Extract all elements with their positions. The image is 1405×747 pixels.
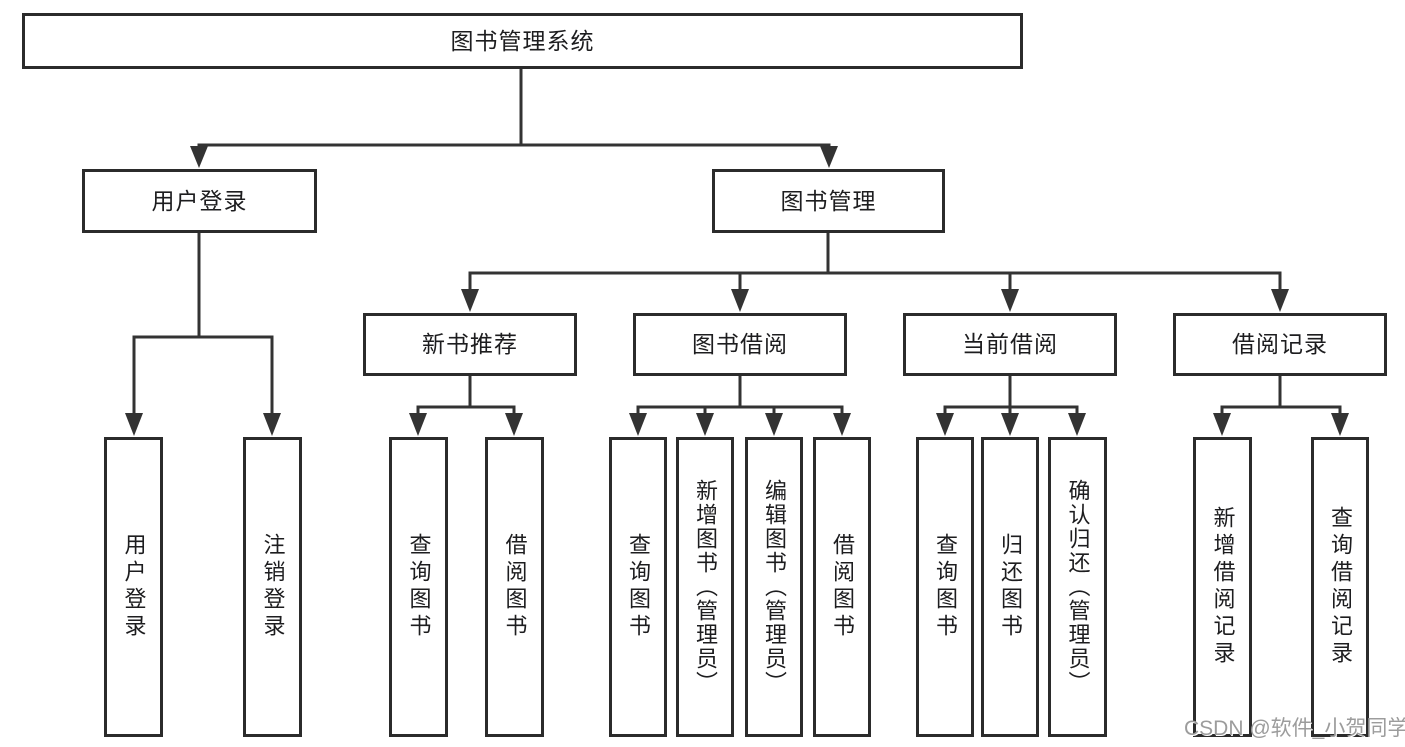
arrowhead-icon	[765, 413, 783, 436]
edge-borrow-record-to-children	[1220, 376, 1342, 420]
leaf-logout: 注销登录	[243, 437, 302, 737]
arrowhead-icon	[1213, 413, 1231, 436]
arrowhead-icon	[125, 413, 143, 436]
edge-new-book-to-children	[416, 376, 516, 420]
edge-book-mgmt-to-level3	[468, 233, 1282, 295]
arrowhead-icon	[461, 289, 479, 312]
arrowhead-icon	[1001, 413, 1019, 436]
node-borrow-record: 借阅记录	[1173, 313, 1387, 376]
arrowhead-icon	[936, 413, 954, 436]
node-root: 图书管理系统	[22, 13, 1023, 69]
node-new-book-recommend: 新书推荐	[363, 313, 577, 376]
leaf-newbook-query-book: 查询图书	[389, 437, 448, 737]
arrowhead-icon	[263, 413, 281, 436]
node-user-login: 用户登录	[82, 169, 317, 233]
arrowhead-icon	[696, 413, 714, 436]
arrowhead-icon	[1331, 413, 1349, 436]
arrowhead-icon	[833, 413, 851, 436]
edge-book-borrow-to-children	[636, 376, 844, 420]
leaf-current-confirm-return-admin: 确认归还（管理员）	[1048, 437, 1107, 737]
arrowhead-icon	[820, 146, 838, 168]
leaf-borrow-add-book-admin: 新增图书（管理员）	[676, 437, 734, 737]
arrowhead-icon	[1271, 289, 1289, 312]
arrowhead-icon	[629, 413, 647, 436]
leaf-user-login: 用户登录	[104, 437, 163, 737]
arrowhead-icon	[190, 146, 208, 168]
leaf-borrow-borrow-book: 借阅图书	[813, 437, 871, 737]
edge-current-borrow-to-children	[943, 376, 1079, 420]
leaf-borrow-query-book: 查询图书	[609, 437, 667, 737]
leaf-borrow-edit-book-admin: 编辑图书（管理员）	[745, 437, 803, 737]
leaf-current-return-book: 归还图书	[981, 437, 1039, 737]
leaf-current-query-book: 查询图书	[916, 437, 974, 737]
node-current-borrow: 当前借阅	[903, 313, 1117, 376]
edge-user-login-to-children	[132, 233, 274, 420]
leaf-record-add-borrow-record: 新增借阅记录	[1193, 437, 1252, 737]
edge-root-to-level2	[197, 69, 831, 150]
watermark: CSDN @软件_小贺同学	[1184, 717, 1405, 740]
node-book-mgmt: 图书管理	[712, 169, 945, 233]
arrowhead-icon	[731, 289, 749, 312]
arrowhead-icon	[1001, 289, 1019, 312]
leaf-newbook-borrow-book: 借阅图书	[485, 437, 544, 737]
arrowhead-icon	[409, 413, 427, 436]
leaf-record-query-borrow-record: 查询借阅记录	[1311, 437, 1369, 737]
arrowhead-icon	[1068, 413, 1086, 436]
arrowhead-icon	[505, 413, 523, 436]
node-book-borrow: 图书借阅	[633, 313, 847, 376]
